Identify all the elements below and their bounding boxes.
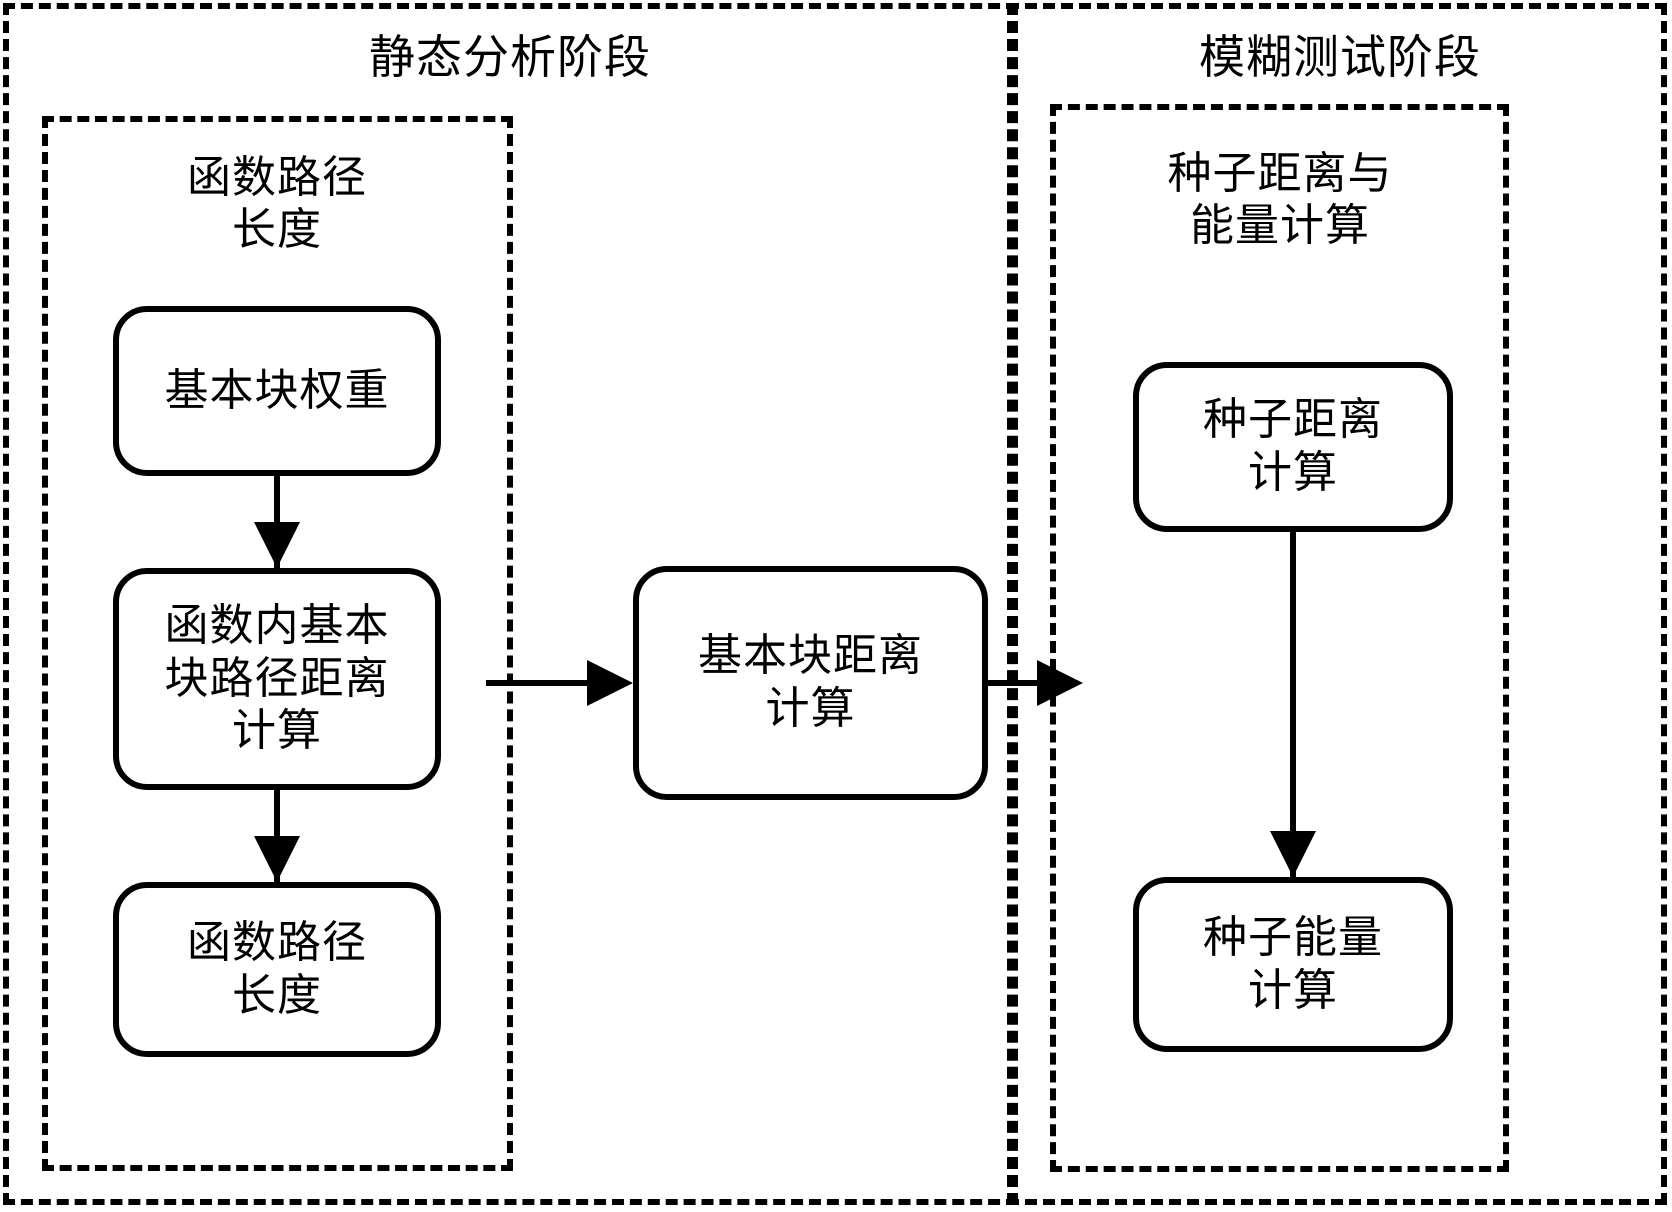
subpanel-function-path-length-group-title: 函数路径 长度: [187, 152, 367, 255]
node-function-path-length[interactable]: 函数路径 长度: [113, 882, 441, 1057]
panel-static-analysis-phase-title: 静态分析阶段: [369, 30, 651, 84]
node-intra-function-basic-block-path-distance[interactable]: 函数内基本 块路径距离 计算: [113, 568, 441, 790]
node-basic-block-distance-calculation[interactable]: 基本块距离 计算: [633, 566, 988, 800]
panel-fuzzing-phase: [1007, 3, 1667, 1205]
panel-fuzzing-phase-title: 模糊测试阶段: [1199, 30, 1481, 84]
node-basic-block-weight[interactable]: 基本块权重: [113, 306, 441, 476]
subpanel-seed-distance-energy-group-title: 种子距离与 能量计算: [1167, 148, 1393, 251]
panel-static-analysis-phase: [3, 3, 1018, 1205]
subpanel-function-path-length-group: [42, 116, 513, 1171]
node-seed-energy-calculation[interactable]: 种子能量 计算: [1133, 877, 1453, 1052]
node-seed-distance-calculation[interactable]: 种子距离 计算: [1133, 362, 1453, 532]
subpanel-seed-distance-energy-group: [1050, 104, 1509, 1172]
